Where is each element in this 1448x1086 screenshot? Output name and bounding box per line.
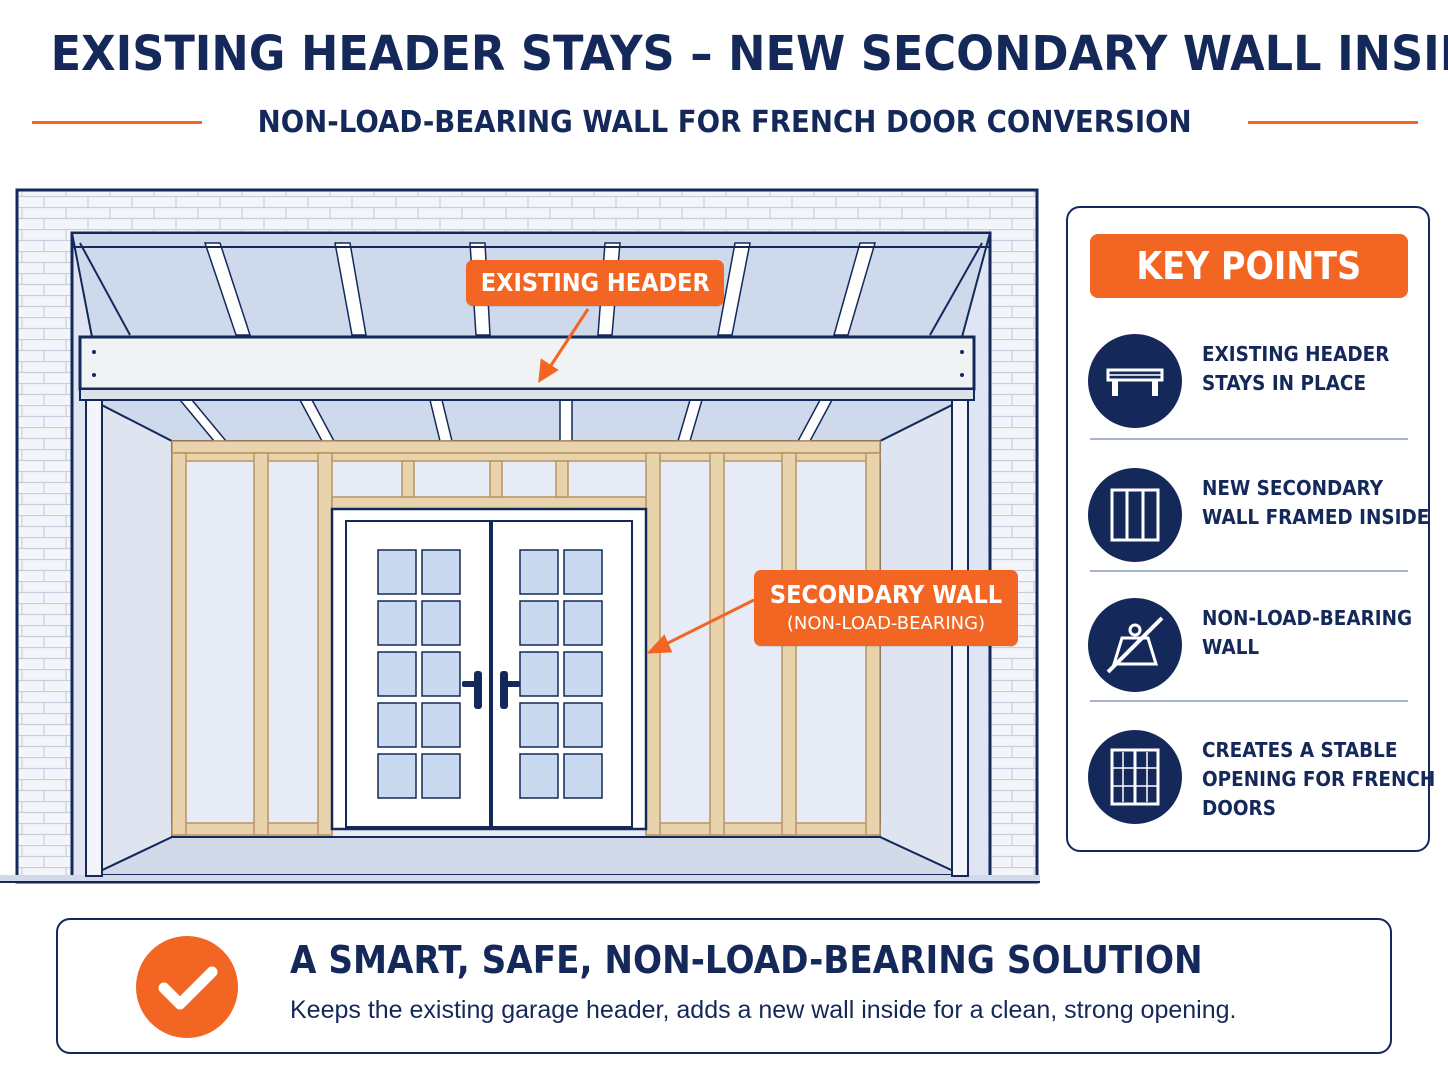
key-point-text: EXISTING HEADER STAYS IN PLACE: [1202, 342, 1390, 395]
key-point-item: EXISTING HEADER STAYS IN PLACE: [1086, 324, 1412, 434]
existing-header-beam: [78, 335, 976, 877]
summary-box: A SMART, SAFE, NON-LOAD-BEARING SOLUTION…: [56, 918, 1392, 1054]
existing-header-callout: EXISTING HEADER: [466, 260, 724, 306]
secondary-wall-callout: SECONDARY WALL (NON-LOAD-BEARING): [754, 570, 1018, 646]
french-door-icon: [1088, 730, 1182, 824]
door-glass-panes: [377, 549, 603, 799]
header-beam-icon: [1088, 334, 1182, 428]
secondary-wall-callout-note: (NON-LOAD-BEARING): [786, 613, 986, 634]
key-divider: [1090, 700, 1408, 702]
key-point-text: NON-LOAD-BEARING WALL: [1202, 606, 1413, 659]
page-title: EXISTING HEADER STAYS – NEW SECONDARY WA…: [50, 26, 1448, 82]
no-load-weight-icon: [1088, 598, 1182, 692]
summary-title: A SMART, SAFE, NON-LOAD-BEARING SOLUTION: [290, 938, 1203, 982]
wall-frame-icon: [1088, 468, 1182, 562]
key-point-text: CREATES A STABLE OPENING FOR FRENCH DOOR…: [1202, 738, 1436, 820]
page-subtitle: NON-LOAD-BEARING WALL FOR FRENCH DOOR CO…: [257, 104, 1193, 140]
subtitle-rule-right: [1248, 120, 1418, 124]
summary-text: Keeps the existing garage header, adds a…: [290, 996, 1237, 1024]
subtitle-rule-left: [32, 120, 202, 124]
key-points-panel: KEY POINTS EXISTING HEADER STAYS IN PLAC…: [1066, 206, 1436, 852]
door-handles: [462, 671, 520, 709]
key-points-title: KEY POINTS: [1090, 234, 1408, 298]
subtitle-row: NON-LOAD-BEARING WALL FOR FRENCH DOOR CO…: [32, 100, 1418, 144]
key-point-item: NON-LOAD-BEARING WALL: [1086, 588, 1412, 698]
secondary-wall-callout-label: SECONDARY WALL: [769, 580, 1003, 609]
key-point-item: CREATES A STABLE OPENING FOR FRENCH DOOR…: [1086, 720, 1436, 830]
key-divider: [1090, 570, 1408, 572]
secondary-wall-framing: [171, 440, 881, 836]
french-doors: [330, 507, 648, 831]
key-divider: [1090, 438, 1408, 440]
checkmark-icon: [136, 936, 238, 1038]
callout-arrows: [538, 308, 755, 654]
existing-header-callout-label: EXISTING HEADER: [480, 268, 710, 297]
key-point-item: NEW SECONDARY WALL FRAMED INSIDE: [1086, 458, 1430, 568]
key-point-text: NEW SECONDARY WALL FRAMED INSIDE: [1202, 476, 1430, 529]
